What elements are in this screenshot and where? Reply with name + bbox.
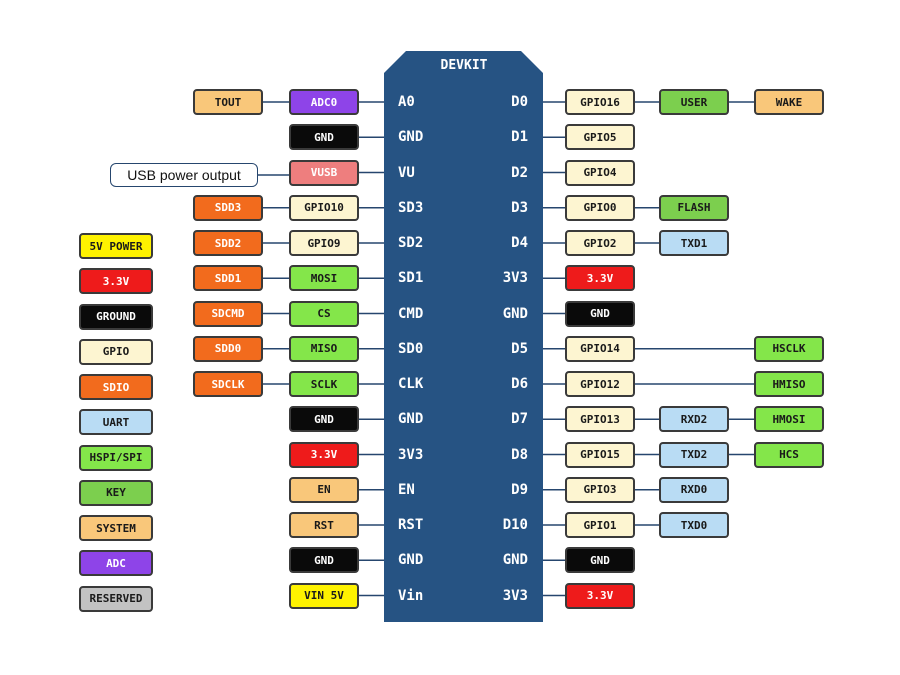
left-pin-7-sd0: SD0 xyxy=(398,340,424,357)
left-label-11-en: EN xyxy=(289,476,359,503)
right-pin-11-d9: D9 xyxy=(511,481,528,498)
right-label-9-rxd2: RXD2 xyxy=(659,406,729,433)
right-pin-8-d6: D6 xyxy=(511,376,528,392)
left-label-3-gpio10: GPIO10 xyxy=(289,194,359,221)
left-pin-3-sd3: SD3 xyxy=(398,199,424,216)
right-label-7-gpio14: GPIO14 xyxy=(565,335,635,362)
left-pin-6-cmd: CMD xyxy=(398,305,424,322)
legend-key: KEY xyxy=(79,479,153,506)
left-pin-0-a0: A0 xyxy=(398,94,415,110)
legend-system: SYSTEM xyxy=(79,515,153,541)
left-pin-4-sd2: SD2 xyxy=(398,235,424,251)
left-label-6-cs: CS xyxy=(289,300,359,327)
right-label-0-gpio16: GPIO16 xyxy=(565,89,635,115)
left-pin-5-sd1: SD1 xyxy=(398,270,424,287)
left-label-10-3-3v: 3.3V xyxy=(289,441,359,468)
left-label-13-gnd: GND xyxy=(289,547,359,574)
right-pin-12-d10: D10 xyxy=(502,517,528,533)
left-pin-1-gnd: GND xyxy=(398,129,424,146)
legend-reserved: RESERVED xyxy=(79,585,153,612)
right-label-9-gpio13: GPIO13 xyxy=(565,406,635,433)
right-label-6-gnd: GND xyxy=(565,300,635,327)
left-pin-12-rst: RST xyxy=(398,517,424,533)
left-pin-9-gnd: GND xyxy=(398,411,424,428)
left-label-3-sdd3: SDD3 xyxy=(193,194,263,221)
left-label-0-tout: TOUT xyxy=(193,89,263,115)
left-pin-2-vu: VU xyxy=(398,164,415,181)
legend-hspi-spi: HSPI/SPI xyxy=(79,444,153,471)
right-pin-9-d7: D7 xyxy=(511,411,528,428)
left-pin-14-vin: Vin xyxy=(398,587,424,604)
wires-layer xyxy=(263,101,754,597)
right-pin-2-d2: D2 xyxy=(511,164,528,181)
right-label-4-txd1: TXD1 xyxy=(659,230,729,256)
right-label-5-3-3v: 3.3V xyxy=(565,265,635,292)
left-label-4-sdd2: SDD2 xyxy=(193,230,263,256)
left-label-7-sdd0: SDD0 xyxy=(193,335,263,362)
left-pin-13-gnd: GND xyxy=(398,552,424,569)
right-label-9-hmosi: HMOSI xyxy=(754,406,824,433)
left-label-7-miso: MISO xyxy=(289,335,359,362)
board-title: DEVKIT xyxy=(440,58,488,73)
legend-uart: UART xyxy=(79,409,153,436)
left-label-0-adc0: ADC0 xyxy=(289,89,359,115)
right-label-13-gnd: GND xyxy=(565,547,635,574)
right-pin-5-3v3: 3V3 xyxy=(502,270,528,287)
usb-power-output-note: USB power output xyxy=(110,163,258,187)
right-pin-6-gnd: GND xyxy=(502,305,528,322)
left-label-8-sdclk: SDCLK xyxy=(193,371,263,397)
right-label-3-gpio0: GPIO0 xyxy=(565,194,635,221)
left-label-5-mosi: MOSI xyxy=(289,265,359,292)
right-label-14-3-3v: 3.3V xyxy=(565,582,635,609)
devkit-board xyxy=(384,51,543,622)
right-label-2-gpio4: GPIO4 xyxy=(565,159,635,186)
right-label-8-gpio12: GPIO12 xyxy=(565,371,635,397)
right-label-8-hmiso: HMISO xyxy=(754,371,824,397)
left-pin-8-clk: CLK xyxy=(398,376,424,392)
right-label-11-rxd0: RXD0 xyxy=(659,476,729,503)
legend-3-3v: 3.3V xyxy=(79,268,153,295)
right-label-4-gpio2: GPIO2 xyxy=(565,230,635,256)
right-label-3-flash: FLASH xyxy=(659,194,729,221)
left-label-4-gpio9: GPIO9 xyxy=(289,230,359,256)
left-label-1-gnd: GND xyxy=(289,124,359,151)
right-label-1-gpio5: GPIO5 xyxy=(565,124,635,151)
right-label-10-hcs: HCS xyxy=(754,441,824,468)
legend-sdio: SDIO xyxy=(79,374,153,400)
legend-adc: ADC xyxy=(79,550,153,577)
left-label-2-vusb: VUSB xyxy=(289,159,359,186)
right-label-0-wake: WAKE xyxy=(754,89,824,115)
right-label-12-gpio1: GPIO1 xyxy=(565,512,635,538)
right-pin-14-3v3: 3V3 xyxy=(502,587,528,604)
left-label-9-gnd: GND xyxy=(289,406,359,433)
left-label-6-sdcmd: SDCMD xyxy=(193,300,263,327)
right-pin-10-d8: D8 xyxy=(511,446,528,463)
right-pin-7-d5: D5 xyxy=(511,340,528,357)
left-label-8-sclk: SCLK xyxy=(289,371,359,397)
right-label-0-user: USER xyxy=(659,89,729,115)
right-pin-1-d1: D1 xyxy=(511,129,528,146)
right-label-12-txd0: TXD0 xyxy=(659,512,729,538)
left-pin-10-3v3: 3V3 xyxy=(398,446,424,463)
right-pin-13-gnd: GND xyxy=(502,552,528,569)
right-pin-0-d0: D0 xyxy=(511,94,528,110)
right-pin-3-d3: D3 xyxy=(511,199,528,216)
legend-gpio: GPIO xyxy=(79,338,153,365)
right-pin-4-d4: D4 xyxy=(511,235,528,251)
right-label-11-gpio3: GPIO3 xyxy=(565,476,635,503)
left-label-14-vin-5v: VIN 5V xyxy=(289,582,359,609)
right-label-10-gpio15: GPIO15 xyxy=(565,441,635,468)
right-label-10-txd2: TXD2 xyxy=(659,441,729,468)
legend-ground: GROUND xyxy=(79,303,153,330)
left-pin-11-en: EN xyxy=(398,481,415,498)
right-label-7-hsclk: HSCLK xyxy=(754,335,824,362)
legend-5v-power: 5V POWER xyxy=(79,233,153,259)
left-label-12-rst: RST xyxy=(289,512,359,538)
left-label-5-sdd1: SDD1 xyxy=(193,265,263,292)
